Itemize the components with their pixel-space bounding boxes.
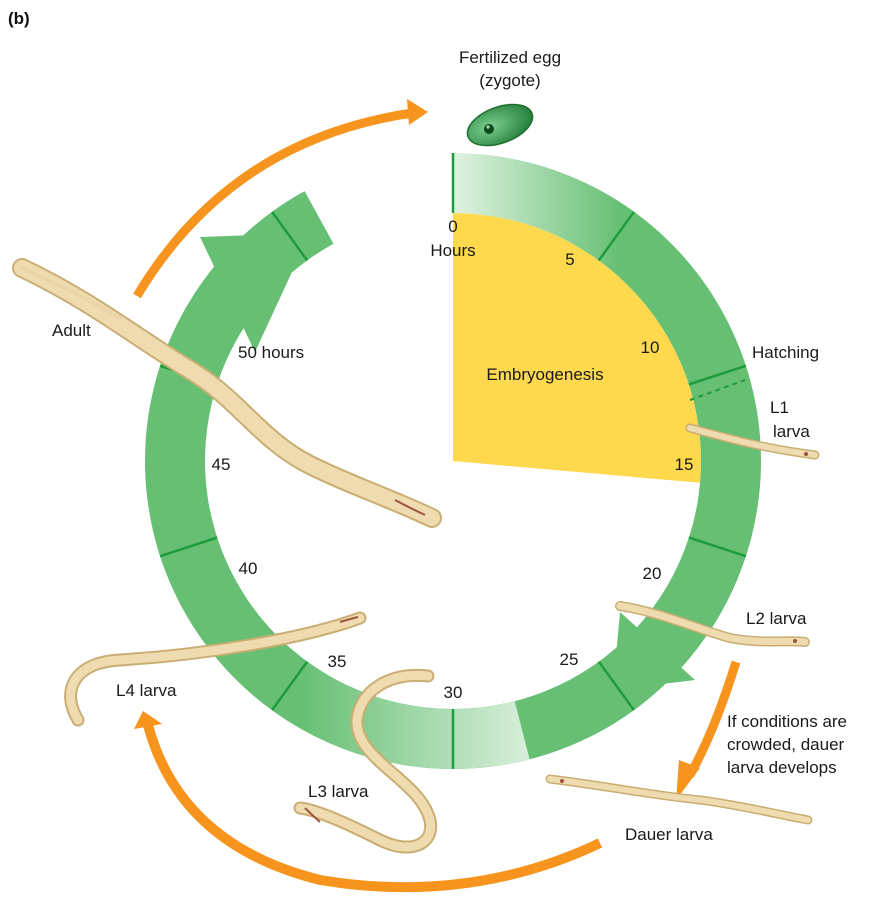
dauer-label: Dauer larva [625,825,713,844]
tick-mark-15 [688,536,747,558]
orange-arrowhead-l4 [134,711,162,729]
tick-25-label: 25 [560,650,579,669]
orange-arrow-l2-to-dauer [686,660,741,778]
tick-15-label: 15 [675,455,694,474]
l3-larva-worm [293,668,438,854]
tick-mark-35 [159,536,218,558]
dauer-note-line-3: larva develops [727,758,837,777]
tick-mark-20 [597,660,636,711]
tick-50-label: 50 hours [238,343,304,362]
orange-arrowhead-egg [407,99,428,125]
l2-larva-worm [615,601,810,647]
ring-arrowhead-bottom [613,612,695,690]
orange-arrow-adult-to-egg [133,108,413,299]
l1-label-line-2: larva [773,422,810,441]
embryogenesis-wedge [453,213,701,483]
tick-35-label: 35 [328,652,347,671]
tick-45-label: 45 [212,455,231,474]
hours-unit-label: Hours [430,241,475,260]
tick-mark-10 [688,364,747,386]
title-line-1: Fertilized egg [459,48,561,67]
orange-arrowhead-dauer [676,760,700,800]
adult-label: Adult [52,321,91,340]
tick-mark-30 [270,660,309,711]
orange-arrow-dauer-to-l4 [143,723,603,893]
ring-arrowhead-top [200,233,310,352]
dauer-larva-worm [545,774,813,825]
adult-worm [12,258,442,528]
panel-label: (b) [8,9,30,28]
tick-40-label: 40 [239,559,258,578]
l2-label: L2 larva [746,609,807,628]
tick-mark-45 [270,211,309,262]
l4-larva-worm [64,611,367,727]
egg-nucleus [484,124,494,134]
tick-30-label: 30 [444,683,463,702]
tick-0-label: 0 [448,217,457,236]
tick-mark-5 [597,211,636,262]
tick-5-label: 5 [565,250,574,269]
embryogenesis-label: Embryogenesis [486,365,603,384]
l1-label-line-1: L1 [770,398,789,417]
clock-ring-bottom-fade [150,507,530,769]
egg-highlight [486,125,490,129]
title-line-2: (zygote) [479,71,540,90]
l1-larva-worm [685,423,820,460]
hatching-dash-line [689,379,746,401]
dauer-note-line-2: crowded, dauer [727,735,845,754]
clock-ring-start-fade [453,153,714,329]
l4-label: L4 larva [116,681,177,700]
hatching-label: Hatching [752,343,819,362]
fertilized-egg [466,103,534,147]
l3-label: L3 larva [308,782,369,801]
dauer-note-line-1: If conditions are [727,712,847,731]
tick-10-label: 10 [641,338,660,357]
tick-20-label: 20 [643,564,662,583]
